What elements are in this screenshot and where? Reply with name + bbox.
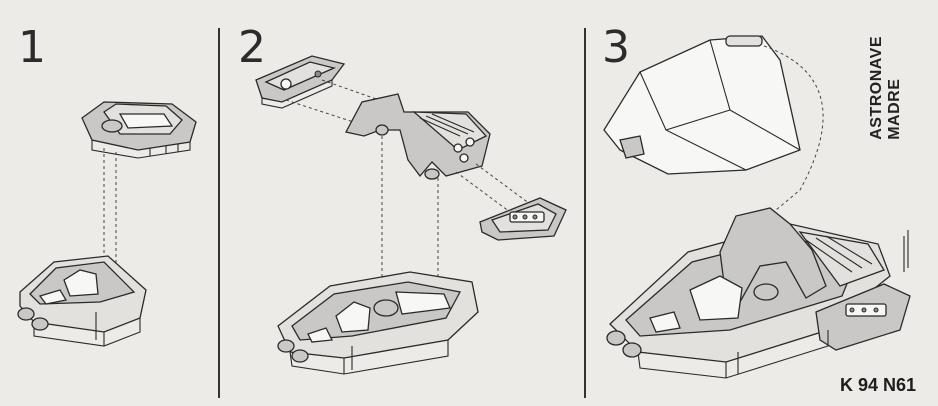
step-2-arch-piece	[345, 93, 491, 180]
step-3-canopy	[603, 35, 801, 175]
step-3-assembled-ship	[606, 207, 911, 379]
product-code: K 94 N61	[839, 375, 916, 395]
step-1-illustration	[17, 101, 197, 347]
panel-divider-2	[584, 28, 586, 398]
step-number-1: 1	[18, 22, 46, 73]
step-1-hull	[17, 255, 147, 347]
step-2-top-clip	[255, 55, 346, 109]
step-1-seat-tray	[81, 101, 197, 159]
step-2-side-clip	[479, 197, 567, 241]
panel-divider-1	[218, 28, 220, 398]
step-3-illustration	[603, 35, 911, 379]
step-number-3: 3	[602, 22, 630, 73]
step-2-hull	[277, 271, 479, 375]
step-2-illustration	[255, 55, 567, 375]
step-number-2: 2	[238, 22, 266, 73]
